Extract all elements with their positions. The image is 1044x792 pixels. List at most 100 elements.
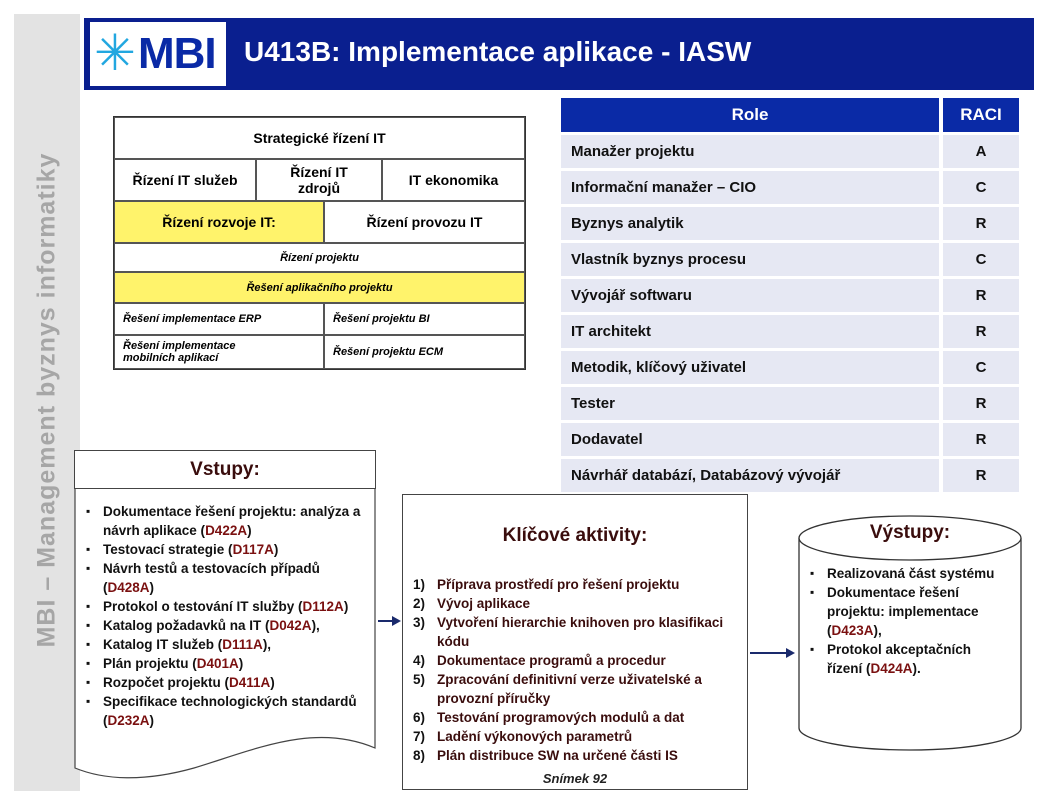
org-bi: Řešení projektu BI [324, 303, 525, 335]
inputs-title: Vstupy: [74, 450, 376, 489]
org-it-resources: Řízení IT zdrojů [256, 159, 382, 201]
list-item-suffix: ). [912, 661, 921, 676]
list-item: Rozpočet projektu (D411A) [86, 673, 366, 692]
outputs-title: Výstupy: [869, 522, 951, 543]
list-item-text: Katalog IT služeb ( [103, 637, 223, 652]
raci-value: C [943, 351, 1019, 384]
list-item-suffix: ) [273, 542, 279, 557]
list-item: Dokumentace řešení projektu: analýza a n… [86, 502, 366, 540]
list-item: Katalog požadavků na IT (D042A), [86, 616, 366, 635]
activities-title: Klíčové aktivity: [502, 525, 648, 546]
list-item: Specifikace technologických standardů (D… [86, 692, 366, 730]
raci-role-name: Manažer projektu [561, 135, 939, 168]
document-code: D424A [870, 661, 913, 676]
raci-header: Role RACI [561, 98, 1019, 132]
activity-text: Příprava prostředí pro řešení projektu [437, 577, 680, 592]
raci-value: R [943, 423, 1019, 456]
activity-number: 5) [413, 672, 426, 687]
document-code: D428A [107, 580, 150, 595]
list-item: Protokol o testování IT služby (D112A) [86, 597, 366, 616]
raci-value: C [943, 171, 1019, 204]
list-item: Plán projektu (D401A) [86, 654, 366, 673]
slide-number: Snímek 92 [542, 771, 608, 786]
list-item-suffix: ) [247, 523, 252, 538]
activity-text: Dokumentace programů a procedur [437, 653, 666, 668]
document-code: D401A [196, 656, 239, 671]
raci-role-name: Vývojář softwaru [561, 279, 939, 312]
document-code: D423A [831, 623, 874, 638]
org-chart: Strategické řízení IT Řízení IT služeb Ř… [113, 116, 526, 370]
org-strategic: Strategické řízení IT [114, 117, 525, 159]
list-item-text: Návrh testů a testovacích případů ( [103, 561, 320, 595]
activity-number: 8) [413, 748, 426, 763]
activity-item: 2) Vývoj aplikace [413, 594, 743, 613]
activity-number: 1) [413, 577, 426, 592]
document-code: D112A [302, 599, 344, 614]
list-item-suffix: ), [311, 618, 320, 633]
list-item: Návrh testů a testovacích případů (D428A… [86, 559, 366, 597]
raci-role-name: Návrhář databází, Databázový vývojář [561, 459, 939, 492]
raci-value: R [943, 315, 1019, 348]
raci-value: R [943, 459, 1019, 492]
list-item-suffix: ) [149, 580, 155, 595]
list-item: Testovací strategie (D117A) [86, 540, 366, 559]
org-development: Řízení rozvoje IT: [114, 201, 324, 243]
org-ecm: Řešení projektu ECM [324, 335, 525, 369]
arrowhead-1 [392, 616, 401, 626]
list-item-text: Dokumentace řešení projektu: implementac… [827, 585, 979, 638]
org-project-management: Řízení projektu [114, 243, 525, 272]
activity-text: Testování programových modulů a dat [437, 710, 685, 725]
list-item: Protokol akceptačních řízení (D424A). [810, 640, 1000, 678]
raci-value: R [943, 387, 1019, 420]
list-item-suffix: ) [270, 675, 275, 690]
activity-item: 8)Plán distribuce SW na určené části IS [413, 746, 743, 765]
arrow-activities-to-outputs [750, 652, 788, 654]
raci-role-name: Informační manažer – CIO [561, 171, 939, 204]
activities-list: 1) Příprava prostředí pro řešení projektu… [413, 575, 743, 765]
logo: ✳ MBI [90, 22, 226, 86]
activities-block: Klíčové aktivity: 1) Příprava prostředí p… [402, 494, 748, 790]
arrow-inputs-to-activities [378, 620, 394, 622]
document-code: D232A [107, 713, 150, 728]
raci-role-name: Dodavatel [561, 423, 939, 456]
activity-item: 4)Dokumentace programů a procedur [413, 651, 743, 670]
activity-text: Vývoj aplikace [437, 596, 531, 611]
activity-item: 7)Ladění výkonových parametrů [413, 727, 743, 746]
raci-header-role: Role [561, 98, 939, 132]
list-item: Katalog IT služeb (D111A), [86, 635, 366, 654]
slide-title: U413B: Implementace aplikace - IASW [244, 36, 752, 67]
list-item: Dokumentace řešení projektu: implementac… [810, 583, 1000, 640]
document-code: D117A [232, 542, 274, 557]
list-item-text: Plán projektu ( [103, 656, 197, 671]
list-item-suffix: ), [873, 623, 882, 638]
raci-value: A [943, 135, 1019, 168]
logo-text: MBI [138, 29, 217, 78]
org-mobile: Řešení implementace mobilních aplikací [114, 335, 324, 369]
activity-item: 6) Testování programových modulů a dat [413, 708, 743, 727]
org-erp: Řešení implementace ERP [114, 303, 324, 335]
activity-number: 6) [413, 710, 426, 725]
list-item-text: Dokumentace řešení projektu: analýza a n… [103, 504, 361, 538]
org-it-services: Řízení IT služeb [114, 159, 256, 201]
outputs-block: Výstupy: Realizovaná část systémuDokumen… [798, 514, 1022, 752]
list-item-text: Specifikace technologických standardů ( [103, 694, 357, 728]
activity-number: 7) [413, 729, 426, 744]
activity-item: 5)Zpracování definitivní verze uživatels… [413, 670, 743, 708]
org-it-economics: IT ekonomika [382, 159, 525, 201]
raci-value: C [943, 243, 1019, 276]
document-code: D411A [229, 675, 271, 690]
inputs-list: Dokumentace řešení projektu: analýza a n… [86, 502, 366, 730]
org-operations: Řízení provozu IT [324, 201, 525, 243]
activity-number: 2) [413, 596, 426, 611]
raci-role-name: Metodik, klíčový uživatel [561, 351, 939, 384]
list-item-suffix: ), [262, 637, 272, 652]
list-item-text: Testovací strategie ( [103, 542, 233, 557]
